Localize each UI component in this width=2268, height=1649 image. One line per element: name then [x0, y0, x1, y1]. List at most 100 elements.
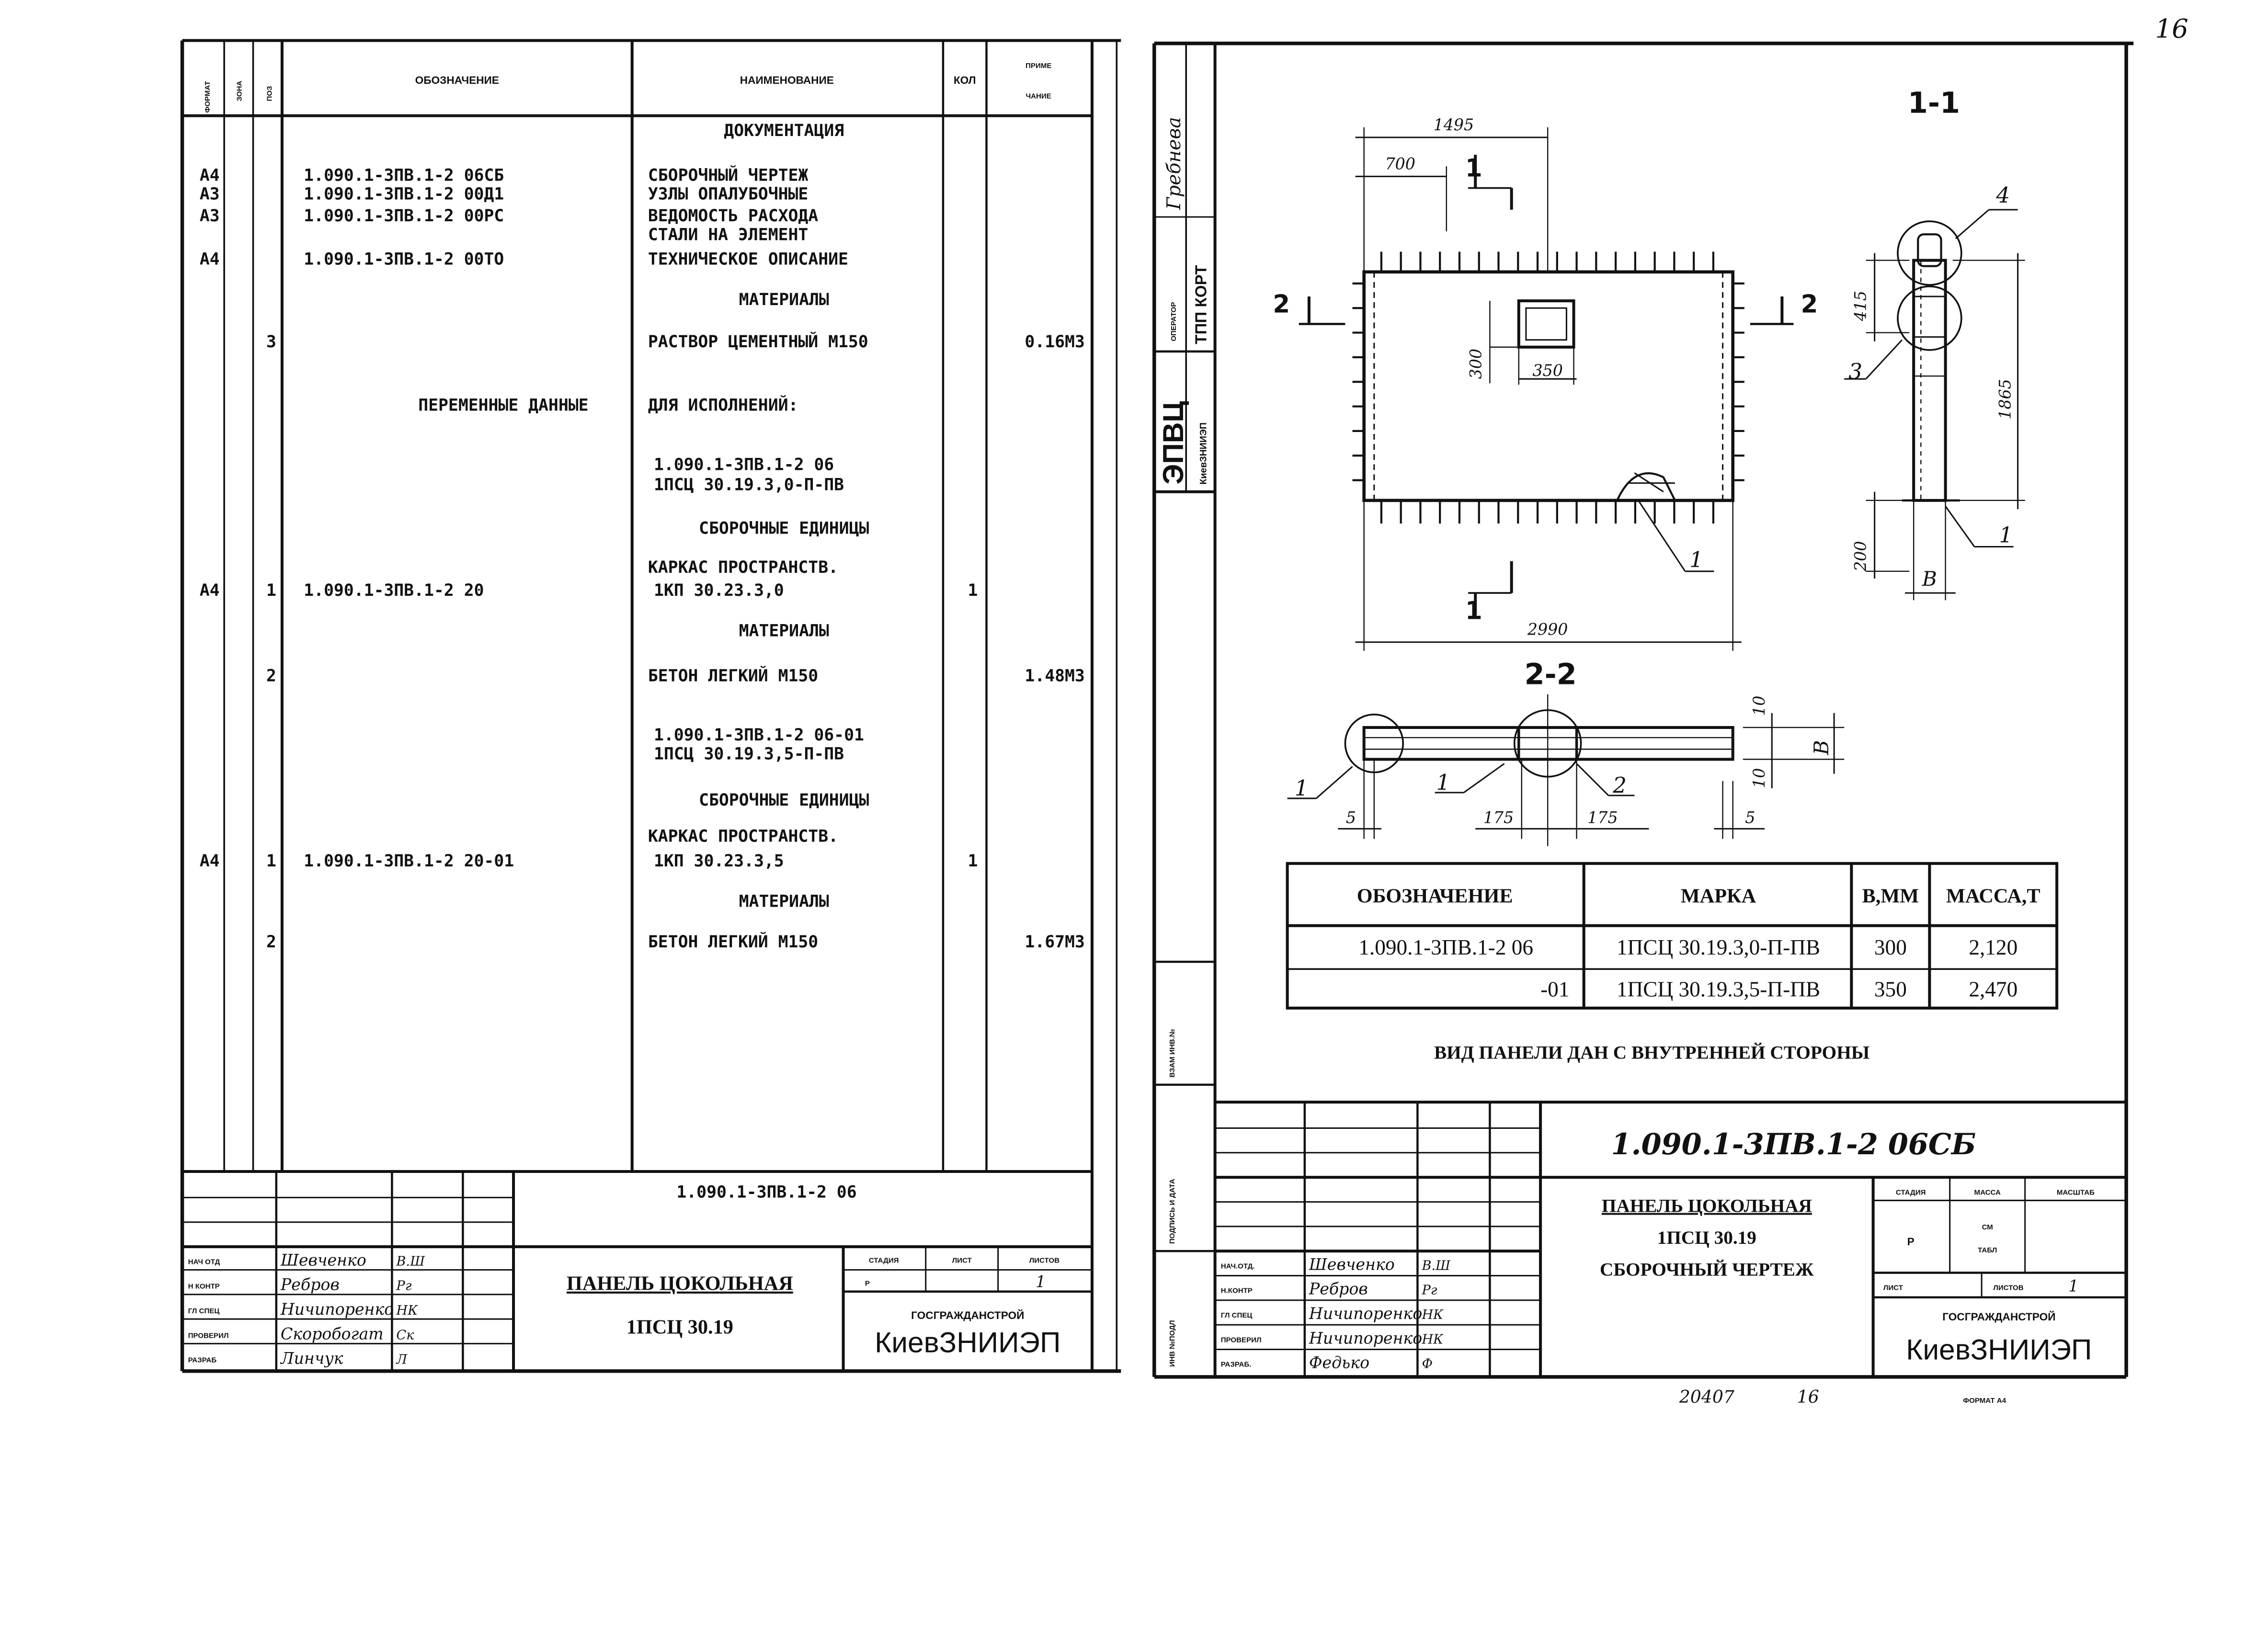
panel-drawing [1286, 127, 2059, 1010]
drawing-labels: 1-1 2-2 2 2 1 1 1495 700 300 350 2990 41… [1273, 87, 2014, 827]
spec-designation: 1.090.1-3ПВ.1-2 20-01 [304, 852, 514, 871]
right-institute: КиевЗНИИЭП [1906, 1333, 2092, 1366]
dim-2990: 2990 [1527, 620, 1568, 639]
side-operator-label: ОПЕРАТОР [1170, 302, 1178, 341]
dim-b: В [1922, 567, 1937, 591]
side-stamp: Гребнева ОПЕРАТОР ТПП КОРТ ЭПВЦ КиевЗНИИ… [1157, 117, 1210, 1366]
side-name: Гребнева [1163, 117, 1185, 210]
role-signature: Ск [396, 1328, 414, 1342]
header-format: ФОРМАТ [204, 80, 212, 113]
spec-name: 1КП 30.23.3,5 [654, 852, 784, 871]
role-signature: Ф [1422, 1357, 1433, 1372]
right-mass-2: ТАБЛ [1978, 1246, 1997, 1254]
side-org: ЭПВЦ [1157, 401, 1189, 485]
marks-row1-b: 300 [1874, 935, 1907, 959]
spec-name: 1ПСЦ 30.19.3,5-П-ПВ [654, 744, 844, 763]
spec-name: ДЛЯ ИСПОЛНЕНИЙ: [648, 395, 798, 415]
spec-name: БЕТОН ЛЕГКИЙ М150 [648, 932, 818, 952]
right-org: ГОСГРАЖДАНСТРОЙ [1942, 1311, 2055, 1323]
spec-designation: ПЕРЕМЕННЫЕ ДАННЫЕ [418, 396, 588, 415]
dim-b-2: В [1810, 740, 1833, 755]
spec-pos: 3 [266, 332, 276, 352]
cut-1-bottom: 1 [1465, 596, 1482, 625]
marks-row1-mark: 1ПСЦ 30.19.3,0-П-ПВ [1617, 935, 1820, 959]
spec-note: 0.16М3 [1025, 332, 1084, 352]
marks-header-mass: МАССА,Т [1946, 885, 2040, 907]
side-inv: ИНВ №ПОДЛ [1168, 1320, 1176, 1366]
right-title-2: 1ПСЦ 30.19 [1657, 1228, 1756, 1248]
role-name: Ребров [280, 1275, 340, 1294]
callout-3: 3 [1848, 359, 1862, 384]
spec-name: УЗЛЫ ОПАЛУБОЧНЫЕ [648, 185, 808, 204]
dim-5b: 5 [1745, 808, 1755, 827]
marks-header-designation: ОБОЗНАЧЕНИЕ [1357, 885, 1513, 907]
spec-designation: 1.090.1-3ПВ.1-2 00Д1 [304, 185, 504, 204]
role-name: Ничипоренко [280, 1300, 394, 1319]
left-stage-label: СТАДИЯ [869, 1256, 899, 1264]
role-name: Линчук [280, 1349, 343, 1368]
callout-1-front: 1 [1689, 547, 1703, 572]
spec-name: РАСТВОР ЦЕМЕНТНЫЙ М150 [648, 331, 868, 352]
role-signature: НК [1421, 1308, 1444, 1322]
callout-1-s22-mid: 1 [1436, 770, 1450, 795]
dim-10a: 10 [1750, 696, 1768, 716]
role-name: Скоробогат [281, 1324, 384, 1343]
left-sheets: 1 [1036, 1273, 1046, 1291]
spec-pos: 1 [266, 581, 276, 600]
dim-5a: 5 [1346, 808, 1356, 827]
role-label: НАЧ.ОТД. [1221, 1262, 1255, 1270]
spec-name: СБОРОЧНЫЕ ЕДИНИЦЫ [699, 519, 869, 538]
marks-row2-b: 350 [1874, 978, 1907, 1001]
side-vzam: ВЗАМ ИНВ.№ [1168, 1029, 1176, 1078]
spec-designation: 1.090.1-3ПВ.1-2 00ТО [304, 250, 504, 269]
dim-10b: 10 [1750, 768, 1768, 788]
spec-pos: 2 [266, 933, 276, 952]
callout-2-s22: 2 [1612, 773, 1627, 798]
spec-qty: 1 [968, 852, 978, 871]
header-zone: ЗОНА [235, 81, 243, 102]
role-signature: Л [395, 1353, 408, 1367]
header-designation: ОБОЗНАЧЕНИЕ [415, 74, 499, 86]
left-title-block: 1.090.1-3ПВ.1-2 06 ПАНЕЛЬ ЦОКОЛЬНАЯ 1ПСЦ… [567, 1183, 1060, 1358]
right-mass: СМ [1982, 1223, 1993, 1231]
marks-row1-designation: 1.090.1-3ПВ.1-2 06 [1358, 935, 1533, 959]
role-name: Шевченко [280, 1251, 366, 1269]
right-title-block: 1.090.1-3ПВ.1-2 06СБ ПАНЕЛЬ ЦОКОЛЬНАЯ 1П… [1600, 1127, 2095, 1366]
left-institute: КиевЗНИИЭП [875, 1326, 1060, 1359]
right-stage-label: СТАДИЯ [1896, 1188, 1926, 1196]
left-sheet-label: ЛИСТ [952, 1256, 972, 1264]
role-signature: Рг [1421, 1283, 1437, 1298]
right-title-3: СБОРОЧНЫЙ ЧЕРТЕЖ [1600, 1259, 1814, 1280]
role-label: ГЛ СПЕЦ [1221, 1311, 1253, 1319]
spec-name: ТЕХНИЧЕСКОЕ ОПИСАНИЕ [648, 250, 848, 269]
footer-format: ФОРМАТ А4 [1963, 1397, 2006, 1405]
spec-name: СБОРОЧНЫЕ ЕДИНИЦЫ [699, 791, 869, 810]
spec-name: 1КП 30.23.3,0 [654, 581, 784, 600]
spec-note: 1.67М3 [1025, 933, 1084, 952]
spec-name: СТАЛИ НА ЭЛЕМЕНТ [648, 225, 808, 244]
spec-name: ДОКУМЕНТАЦИЯ [724, 121, 844, 140]
role-label: ПРОВЕРИЛ [1221, 1336, 1262, 1344]
spec-qty: 1 [968, 581, 978, 600]
right-mass-label: МАССА [1974, 1188, 2001, 1196]
dim-1865: 1865 [1996, 379, 2015, 420]
spec-name: МАТЕРИАЛЫ [739, 892, 829, 911]
spec-name: КАРКАС ПРОСТРАНСТВ. [648, 827, 838, 846]
role-label: Н.КОНТР [1221, 1287, 1253, 1295]
spec-format: А3 [200, 206, 220, 226]
spec-format: А4 [200, 166, 220, 185]
role-name: Ничипоренко [1309, 1304, 1422, 1323]
left-stage: Р [865, 1280, 870, 1288]
spec-note: 1.48М3 [1025, 666, 1084, 685]
dim-700: 700 [1385, 154, 1415, 173]
role-name: Шевченко [1309, 1255, 1395, 1274]
marks-table: ОБОЗНАЧЕНИЕ МАРКА В,ММ МАССА,Т 1.090.1-3… [1357, 885, 2040, 1001]
spec-name: КАРКАС ПРОСТРАНСТВ. [648, 558, 838, 577]
dim-200: 200 [1851, 541, 1870, 571]
marks-row2-mark: 1ПСЦ 30.19.3,5-П-ПВ [1617, 978, 1820, 1001]
section-1-1-label: 1-1 [1908, 87, 1960, 120]
